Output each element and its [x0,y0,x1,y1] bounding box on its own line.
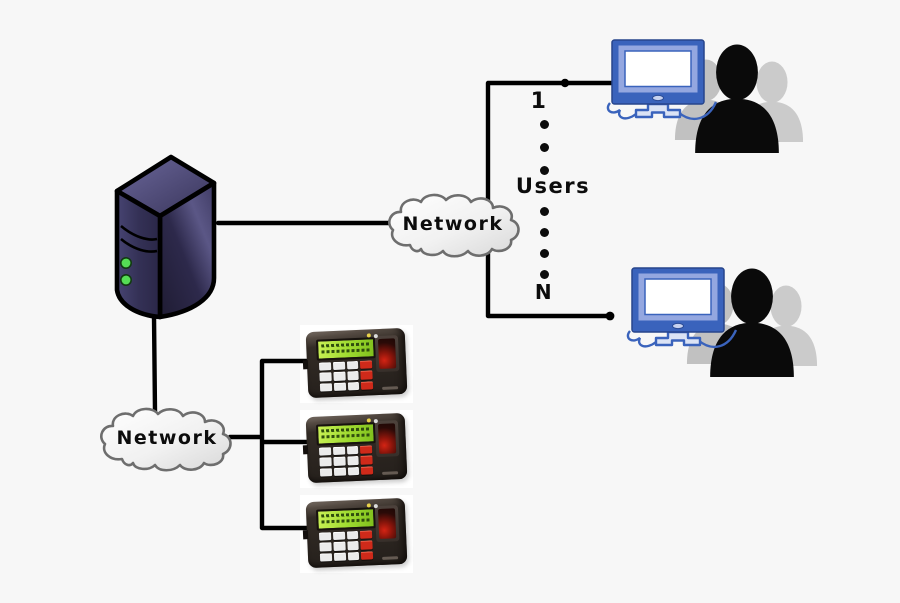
person-silhouette-back [754,285,818,366]
keypad-key [346,360,359,370]
keypad-key [333,382,346,391]
person-silhouette-back [686,283,750,364]
keypad-key [319,467,332,477]
terminal-keypad [318,530,374,562]
terminal-lcd-display [315,337,376,361]
users-label: Users [515,174,591,198]
server-vent-line [120,225,158,241]
fingerprint-sensor [374,335,400,373]
keypad-key [347,466,360,476]
ellipsis-dot [540,207,549,216]
fingerprint-terminal-1 [300,325,413,403]
person-silhouette-front [695,44,779,154]
keypad-key [346,456,359,466]
ellipsis-dot [540,143,549,152]
keypad-key [319,382,332,392]
keypad-key [346,530,359,540]
ellipsis-dot [540,228,549,237]
keypad-key [346,371,359,381]
server-tower [114,154,217,320]
keypad-key [347,381,360,391]
server-front-face [114,188,163,320]
person-silhouette-front [710,268,794,377]
keypad-function-key [361,380,374,390]
keypad-key [319,457,332,467]
ellipsis-start-to-users [540,120,549,175]
keypad-function-key [360,360,373,370]
keypad-key [318,447,332,456]
person-silhouette-back [674,59,738,140]
terminal-device [302,412,408,484]
keypad-key [333,456,346,466]
ellipsis-dot [540,166,549,175]
server-power-led [120,256,133,269]
terminal-device [302,327,408,399]
terminal-lcd-display [315,507,376,531]
junction-dot-top [560,78,570,88]
keypad-function-key [360,455,373,465]
keypad-key [347,551,360,561]
keypad-key [319,552,332,562]
terminal-lcd-display [315,422,376,446]
user-workstation-first [606,38,804,154]
keypad-key [318,362,332,371]
ellipsis-dot [540,270,549,279]
server-top-face [114,154,217,219]
user-workstation-last [626,266,818,377]
keypad-function-key [361,550,374,560]
terminal-cable-port [302,360,309,370]
ellipsis-users-to-end [540,207,549,279]
keypad-key [318,532,332,541]
network-top-label: Network [402,213,504,235]
person-silhouette-back [740,61,804,142]
server-side-face [157,180,217,320]
range-end-label: N [534,280,554,304]
fingerprint-sensor [374,420,400,458]
keypad-key [333,467,346,476]
keypad-key [319,372,332,382]
terminal-device [302,497,408,569]
terminal-keypad [318,445,374,477]
keypad-key [333,552,346,561]
keypad-key [332,531,345,541]
keypad-key [319,542,332,552]
keypad-function-key [360,370,373,380]
ellipsis-dot [540,120,549,129]
server-status-led [120,273,133,286]
network-bottom-label: Network [116,427,218,449]
keypad-key [346,541,359,551]
keypad-key [333,371,346,381]
range-start-label: 1 [530,88,548,114]
monitor-icon [606,38,718,121]
ellipsis-dot [540,249,549,258]
keypad-function-key [360,445,373,455]
monitor-icon [626,266,738,349]
server-vent-line [120,238,158,253]
keypad-key [332,361,345,371]
fingerprint-terminal-3 [300,495,413,573]
fingerprint-sensor [374,505,400,543]
junction-dot-bottom [605,311,615,321]
connector-server-to-network-bottom [151,313,158,415]
keypad-function-key [360,530,373,540]
keypad-key [332,446,345,456]
terminal-cable-port [302,445,309,455]
keypad-key [333,541,346,551]
keypad-function-key [360,540,373,550]
keypad-key [346,445,359,455]
terminal-cable-port [302,530,309,540]
keypad-function-key [361,465,374,475]
fingerprint-terminal-2 [300,410,413,488]
terminal-keypad [318,360,374,392]
